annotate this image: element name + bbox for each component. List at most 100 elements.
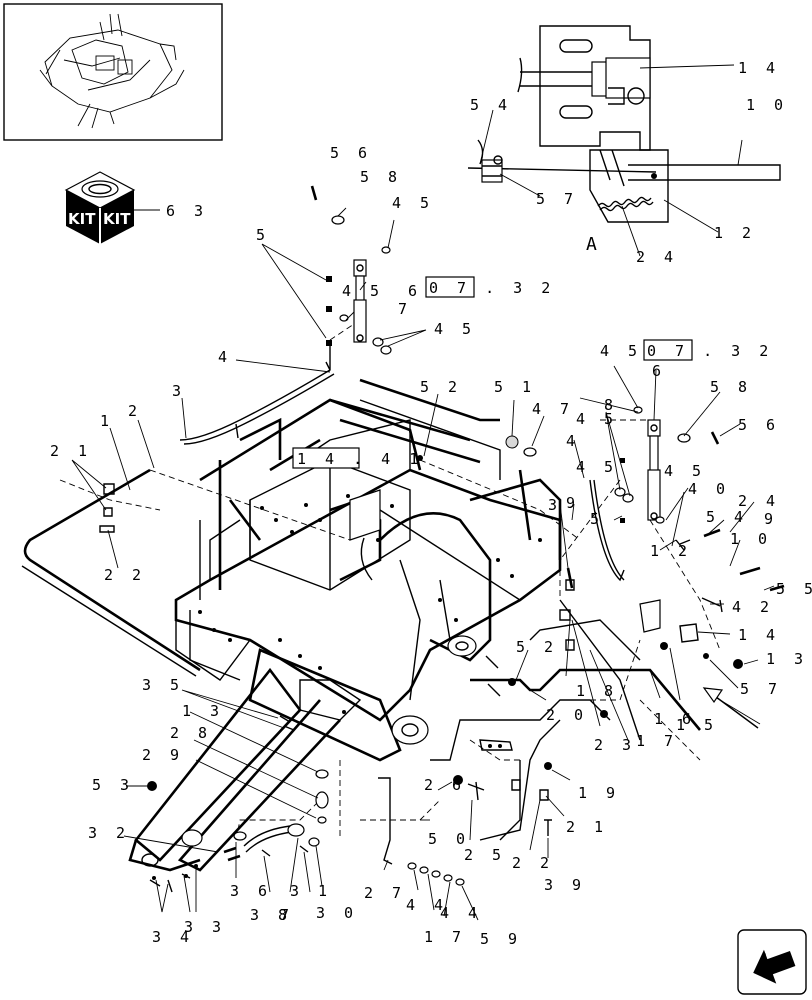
callout-c22b[interactable]: 2 2 (512, 854, 554, 872)
callout-c3b[interactable]: 3 (548, 496, 562, 514)
callout-c1a[interactable]: 1 (100, 412, 114, 430)
callout-c51a[interactable]: 5 1 (494, 378, 536, 396)
callout-c31a[interactable]: 3 1 (290, 882, 332, 900)
callout-c45f[interactable]: 4 5 (664, 462, 706, 480)
callout-c4b[interactable]: 4 (566, 432, 580, 450)
reference-box-07-32-right[interactable]: 0 7 . 3 2 (643, 339, 773, 361)
callout-c17b[interactable]: 1 7 (424, 928, 466, 946)
view-a-letter: A (586, 234, 597, 255)
callout-c18a[interactable]: 1 8 (576, 682, 618, 700)
callout-c13b[interactable]: 1 3 (182, 702, 224, 720)
callout-c10a[interactable]: 1 0 (730, 530, 772, 548)
callout-c58a[interactable]: 5 8 (360, 168, 402, 186)
callout-c24a[interactable]: 2 4 (738, 492, 780, 510)
callout-c39a[interactable]: 3 9 (544, 876, 586, 894)
callout-c40a[interactable]: 4 0 (688, 480, 730, 498)
reference-text-07-32-top: 0 7 . 3 2 (429, 279, 555, 297)
callout-c10b[interactable]: 1 0 (746, 96, 788, 114)
callout-c38a[interactable]: 3 8 (250, 906, 292, 924)
kit-label-right: KIT (103, 210, 131, 228)
hydraulic-cylinder-left[interactable] (353, 259, 367, 343)
callout-c45c[interactable]: 4 5 (434, 320, 476, 338)
callout-c15a[interactable]: 1 5 (676, 716, 718, 734)
reference-text-07-32-right: 0 7 . 3 2 (647, 342, 773, 360)
callout-c45b[interactable]: 4 5 (342, 282, 384, 300)
callout-c26a[interactable]: 2 6 (424, 776, 466, 794)
callout-c21a[interactable]: 2 1 (50, 442, 92, 460)
callout-c44b[interactable]: 4 4 (440, 904, 482, 922)
overview-thumbnail[interactable] (3, 3, 223, 141)
callout-c19a[interactable]: 1 9 (578, 784, 620, 802)
callout-c6a[interactable]: 6 (408, 282, 422, 300)
previous-page-arrow-icon[interactable] (737, 929, 807, 995)
callout-c24b[interactable]: 2 4 (636, 248, 678, 266)
callout-c54b[interactable]: 5 4 (470, 96, 512, 114)
callout-c30a[interactable]: 3 0 (316, 904, 358, 922)
callout-c17a[interactable]: 1 7 (636, 732, 678, 750)
callout-c9a[interactable]: 9 (566, 494, 580, 512)
callout-c22a[interactable]: 2 2 (104, 566, 146, 584)
callout-c54a[interactable]: 5 4 (706, 508, 748, 526)
callout-c16a[interactable]: 1 6 (654, 710, 696, 728)
callout-c36a[interactable]: 3 6 (230, 882, 272, 900)
callout-c5a[interactable]: 5 (256, 226, 270, 244)
callout-c56b[interactable]: 5 6 (738, 416, 780, 434)
hardware-parts (99, 185, 785, 893)
callout-c45e[interactable]: 4 5 (576, 410, 618, 428)
callout-c32a[interactable]: 3 2 (88, 824, 130, 842)
reference-box-14-41[interactable]: 1 4 . 4 1 (292, 447, 423, 469)
callout-c8a[interactable]: 8 (604, 396, 618, 414)
callout-c42a[interactable]: 4 2 (732, 598, 774, 616)
callout-c2a[interactable]: 2 (128, 402, 142, 420)
callout-c57a[interactable]: 5 7 (740, 680, 782, 698)
callout-c50a[interactable]: 5 0 (428, 830, 470, 848)
callout-c5b[interactable]: 5 (590, 510, 604, 528)
callout-c44a[interactable]: 4 4 (406, 896, 448, 914)
callout-c20a[interactable]: 2 0 (546, 706, 588, 724)
callout-c13a[interactable]: 1 3 (766, 650, 808, 668)
callout-c28a[interactable]: 2 8 (170, 724, 212, 742)
callout-c56a[interactable]: 5 6 (330, 144, 372, 162)
kit-box-icon[interactable]: KIT KIT (64, 171, 136, 244)
leader-lines (71, 64, 775, 921)
callout-c29a[interactable]: 2 9 (142, 746, 184, 764)
callout-c55a[interactable]: 5 5 (776, 580, 812, 598)
callout-c9b[interactable]: 9 (764, 510, 778, 528)
callout-c35a[interactable]: 3 5 (142, 676, 184, 694)
view-a-arrow (702, 687, 759, 729)
callout-c6b[interactable]: 6 (652, 362, 666, 380)
callout-c63[interactable]: 6 3 (166, 202, 208, 220)
callout-c57b[interactable]: 5 7 (536, 190, 578, 208)
kit-label-left: KIT (68, 210, 96, 228)
callout-c7a[interactable]: 7 (398, 300, 412, 318)
callout-c37a[interactable]: 7 (280, 906, 294, 924)
callout-c52b[interactable]: 5 2 (516, 638, 558, 656)
detail-view-a: A (467, 25, 781, 255)
callout-c53a[interactable]: 5 3 (92, 776, 134, 794)
callout-c14b[interactable]: 1 4 (738, 59, 780, 77)
callout-c25a[interactable]: 2 5 (464, 846, 506, 864)
hydraulic-cylinder-right[interactable] (647, 419, 661, 521)
callout-c47a[interactable]: 4 7 (532, 400, 574, 418)
callout-c14a[interactable]: 1 4 (738, 626, 780, 644)
callout-c45d[interactable]: 4 5 (600, 342, 642, 360)
callout-c45g[interactable]: 4 5 (576, 458, 618, 476)
callout-c45a[interactable]: 4 5 (392, 194, 434, 212)
reference-text-14-41: 1 4 . 4 1 (297, 450, 423, 468)
callout-c33a[interactable]: 3 3 (184, 918, 226, 936)
reference-box-07-32-top[interactable]: 0 7 . 3 2 (425, 276, 555, 298)
callout-c3a[interactable]: 3 (172, 382, 186, 400)
callout-c23a[interactable]: 2 3 (594, 736, 636, 754)
callout-c4a[interactable]: 4 (218, 348, 232, 366)
callout-c12a[interactable]: 1 2 (650, 542, 692, 560)
callout-c58b[interactable]: 5 8 (710, 378, 752, 396)
callout-c59a[interactable]: 5 9 (480, 930, 522, 948)
callout-c21b[interactable]: 2 1 (566, 818, 608, 836)
callout-c27a[interactable]: 2 7 (364, 884, 406, 902)
callout-c34a[interactable]: 3 4 (152, 928, 194, 946)
callout-c52a[interactable]: 5 2 (420, 378, 462, 396)
callout-c12b[interactable]: 1 2 (714, 224, 756, 242)
